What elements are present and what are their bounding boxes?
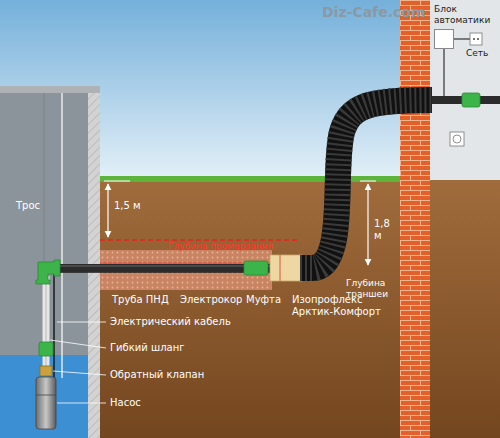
part-label: Муфта (246, 294, 281, 306)
dimension: 1,8 м (374, 218, 400, 242)
part-label: Электрический кабель (110, 316, 231, 328)
frost-depth-label: Глубина промерзания (168, 241, 273, 252)
socket-label: Сеть (466, 48, 488, 59)
control-box (434, 29, 454, 49)
watermark: Diz-Cafe.com (322, 4, 426, 21)
node-heading: Блок автоматики (434, 4, 496, 26)
part-label: Изопрофлекс Арктик-Комфорт (292, 294, 382, 318)
rope-label: Трос (16, 200, 40, 212)
part-label: Гибкий шланг (110, 342, 184, 354)
dimension: 1,5 м (114, 200, 141, 212)
part-label: Электрокор (180, 294, 242, 306)
part-label: Насос (110, 397, 141, 409)
part-label: Труба ПНД (112, 294, 169, 306)
control-unit: Блок автоматики (434, 4, 496, 49)
part-label: Обратный клапан (110, 369, 204, 381)
